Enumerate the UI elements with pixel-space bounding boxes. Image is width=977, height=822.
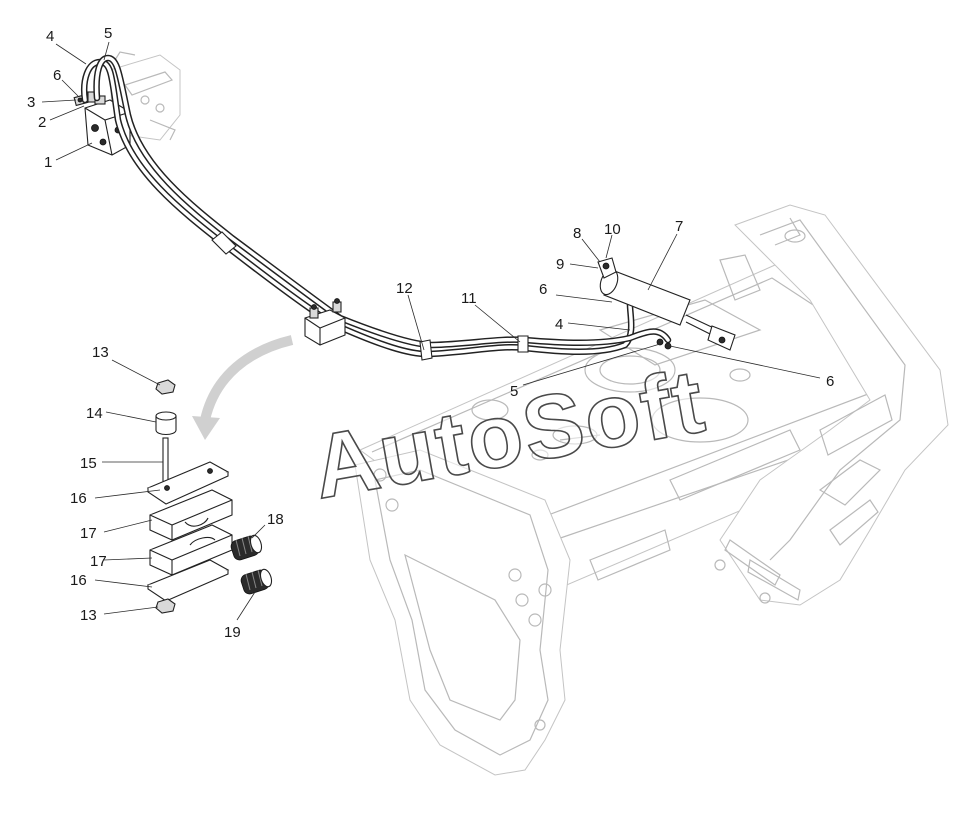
callout-16-bottom: 16 [70, 572, 87, 589]
steering-cylinder [597, 257, 736, 351]
grommet-19 [240, 568, 273, 595]
callout-11-hose: 11 [461, 290, 477, 307]
callout-17-bottom: 17 [90, 553, 107, 570]
clamp-exploded-view [146, 379, 273, 614]
callout-4-cylinder: 4 [555, 316, 563, 333]
callouts: 1 2 3 4 5 6 7 8 9 10 6 4 5 6 11 12 13 14… [27, 25, 834, 641]
callout-1-valve: 1 [44, 154, 52, 171]
callout-6-valve: 6 [53, 67, 61, 84]
callout-12-hose: 12 [396, 280, 413, 297]
callout-6-cylinder-right: 6 [826, 373, 834, 390]
callout-15: 15 [80, 455, 97, 472]
leader-lines [41, 41, 821, 621]
callout-13-top: 13 [92, 344, 109, 361]
grommet-18 [230, 534, 263, 561]
callout-4-valve: 4 [46, 28, 54, 45]
callout-14: 14 [86, 405, 103, 422]
callout-17-top: 17 [80, 525, 97, 542]
callout-6-cylinder: 6 [539, 281, 547, 298]
callout-9-cylinder: 9 [556, 256, 564, 273]
callout-10-cylinder: 10 [604, 221, 621, 238]
callout-5-valve: 5 [104, 25, 112, 42]
hose-clamp-mounted [304, 298, 346, 346]
callout-18: 18 [267, 511, 284, 528]
callout-13-bottom: 13 [80, 607, 97, 624]
callout-3-valve: 3 [27, 94, 35, 111]
callout-2-valve: 2 [38, 114, 46, 131]
callout-19: 19 [224, 624, 241, 641]
callout-16-top: 16 [70, 490, 87, 507]
callout-7-cylinder: 7 [675, 218, 683, 235]
tractor-front-frame [354, 204, 949, 776]
callout-5-cylinder: 5 [510, 383, 518, 400]
detail-arrow [192, 335, 294, 440]
callout-8-cylinder: 8 [573, 225, 581, 242]
